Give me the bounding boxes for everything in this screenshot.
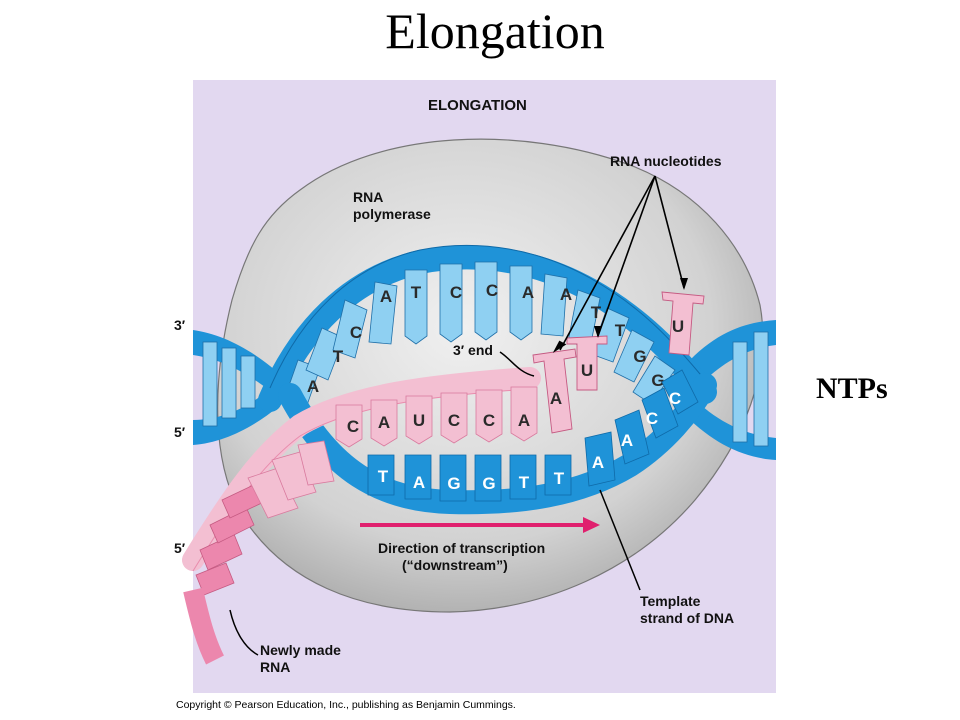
strand-end-5prime-rna: 5′ xyxy=(174,540,186,556)
newly-made-pointer xyxy=(229,609,259,656)
ntps-label: NTPs xyxy=(816,372,888,405)
three-prime-end-pointer xyxy=(499,351,535,377)
figure-heading: ELONGATION xyxy=(428,97,527,114)
nontemplate-base-5: C xyxy=(450,283,462,302)
strand-end-5prime-dna: 5′ xyxy=(174,424,186,440)
template-strand xyxy=(278,373,717,515)
rna-base-5: A xyxy=(518,411,530,430)
direction-arrow xyxy=(360,517,600,533)
nontemplate-base-11: G xyxy=(633,347,646,366)
strand-end-3prime: 3′ xyxy=(174,317,186,333)
nontemplate-base-2: C xyxy=(350,323,362,342)
nucleotide-base-0: A xyxy=(550,389,562,408)
template-base-9: C xyxy=(669,389,681,408)
nontemplate-base-3: A xyxy=(380,287,392,306)
rna-base-3: C xyxy=(448,411,460,430)
nontemplate-base-1: T xyxy=(333,347,344,366)
template-label-1: Template xyxy=(640,593,701,609)
direction-label-2: (“downstream”) xyxy=(402,557,508,573)
newly-made-rna xyxy=(182,367,541,665)
nucleotide-base-2: U xyxy=(672,317,684,336)
nontemplate-base-4: T xyxy=(411,283,422,302)
template-base-1: A xyxy=(413,473,425,492)
template-base-8: C xyxy=(646,409,658,428)
rna-base-2: U xyxy=(413,411,425,430)
copyright-notice: Copyright © Pearson Education, Inc., pub… xyxy=(176,699,516,711)
dna-upstream xyxy=(193,330,302,445)
newly-made-label-2: RNA xyxy=(260,659,290,675)
slide-title: Elongation xyxy=(385,3,605,59)
rna-polymerase-label-2: polymerase xyxy=(353,206,431,222)
rna-base-4: C xyxy=(483,411,495,430)
nucleotide-bases: AUU xyxy=(550,317,684,408)
template-label-2: strand of DNA xyxy=(640,610,734,626)
newly-made-label-1: Newly made xyxy=(260,642,341,658)
template-pegs xyxy=(367,369,699,502)
nucleotide-base-1: U xyxy=(581,361,593,380)
nontemplate-base-10: T xyxy=(615,321,626,340)
nontemplate-base-8: A xyxy=(560,285,572,304)
incoming-nucleotides xyxy=(532,291,705,434)
template-base-6: A xyxy=(592,453,604,472)
template-base-3: G xyxy=(482,474,495,493)
template-base-7: A xyxy=(621,431,633,450)
nontemplate-base-0: A xyxy=(307,377,319,396)
nontemplate-strand xyxy=(258,245,717,412)
nontemplate-base-7: A xyxy=(522,283,534,302)
direction-label-1: Direction of transcription xyxy=(378,540,545,556)
three-prime-end-label: 3′ end xyxy=(453,342,493,358)
nontemplate-base-9: T xyxy=(591,303,602,322)
nontemplate-base-12: G xyxy=(651,371,664,390)
template-base-4: T xyxy=(519,473,530,492)
template-base-2: G xyxy=(447,474,460,493)
template-pointer xyxy=(599,489,641,591)
rna-base-0: C xyxy=(347,417,359,436)
rna-nucleotides-label: RNA nucleotides xyxy=(610,153,722,169)
template-base-0: T xyxy=(378,467,389,486)
nucleotide-callout-lines xyxy=(559,175,685,351)
nontemplate-base-6: C xyxy=(486,281,498,300)
rna-base-1: A xyxy=(378,413,390,432)
rna-polymerase-label-1: RNA xyxy=(353,189,383,205)
dna-downstream xyxy=(685,320,776,460)
template-base-5: T xyxy=(554,469,565,488)
